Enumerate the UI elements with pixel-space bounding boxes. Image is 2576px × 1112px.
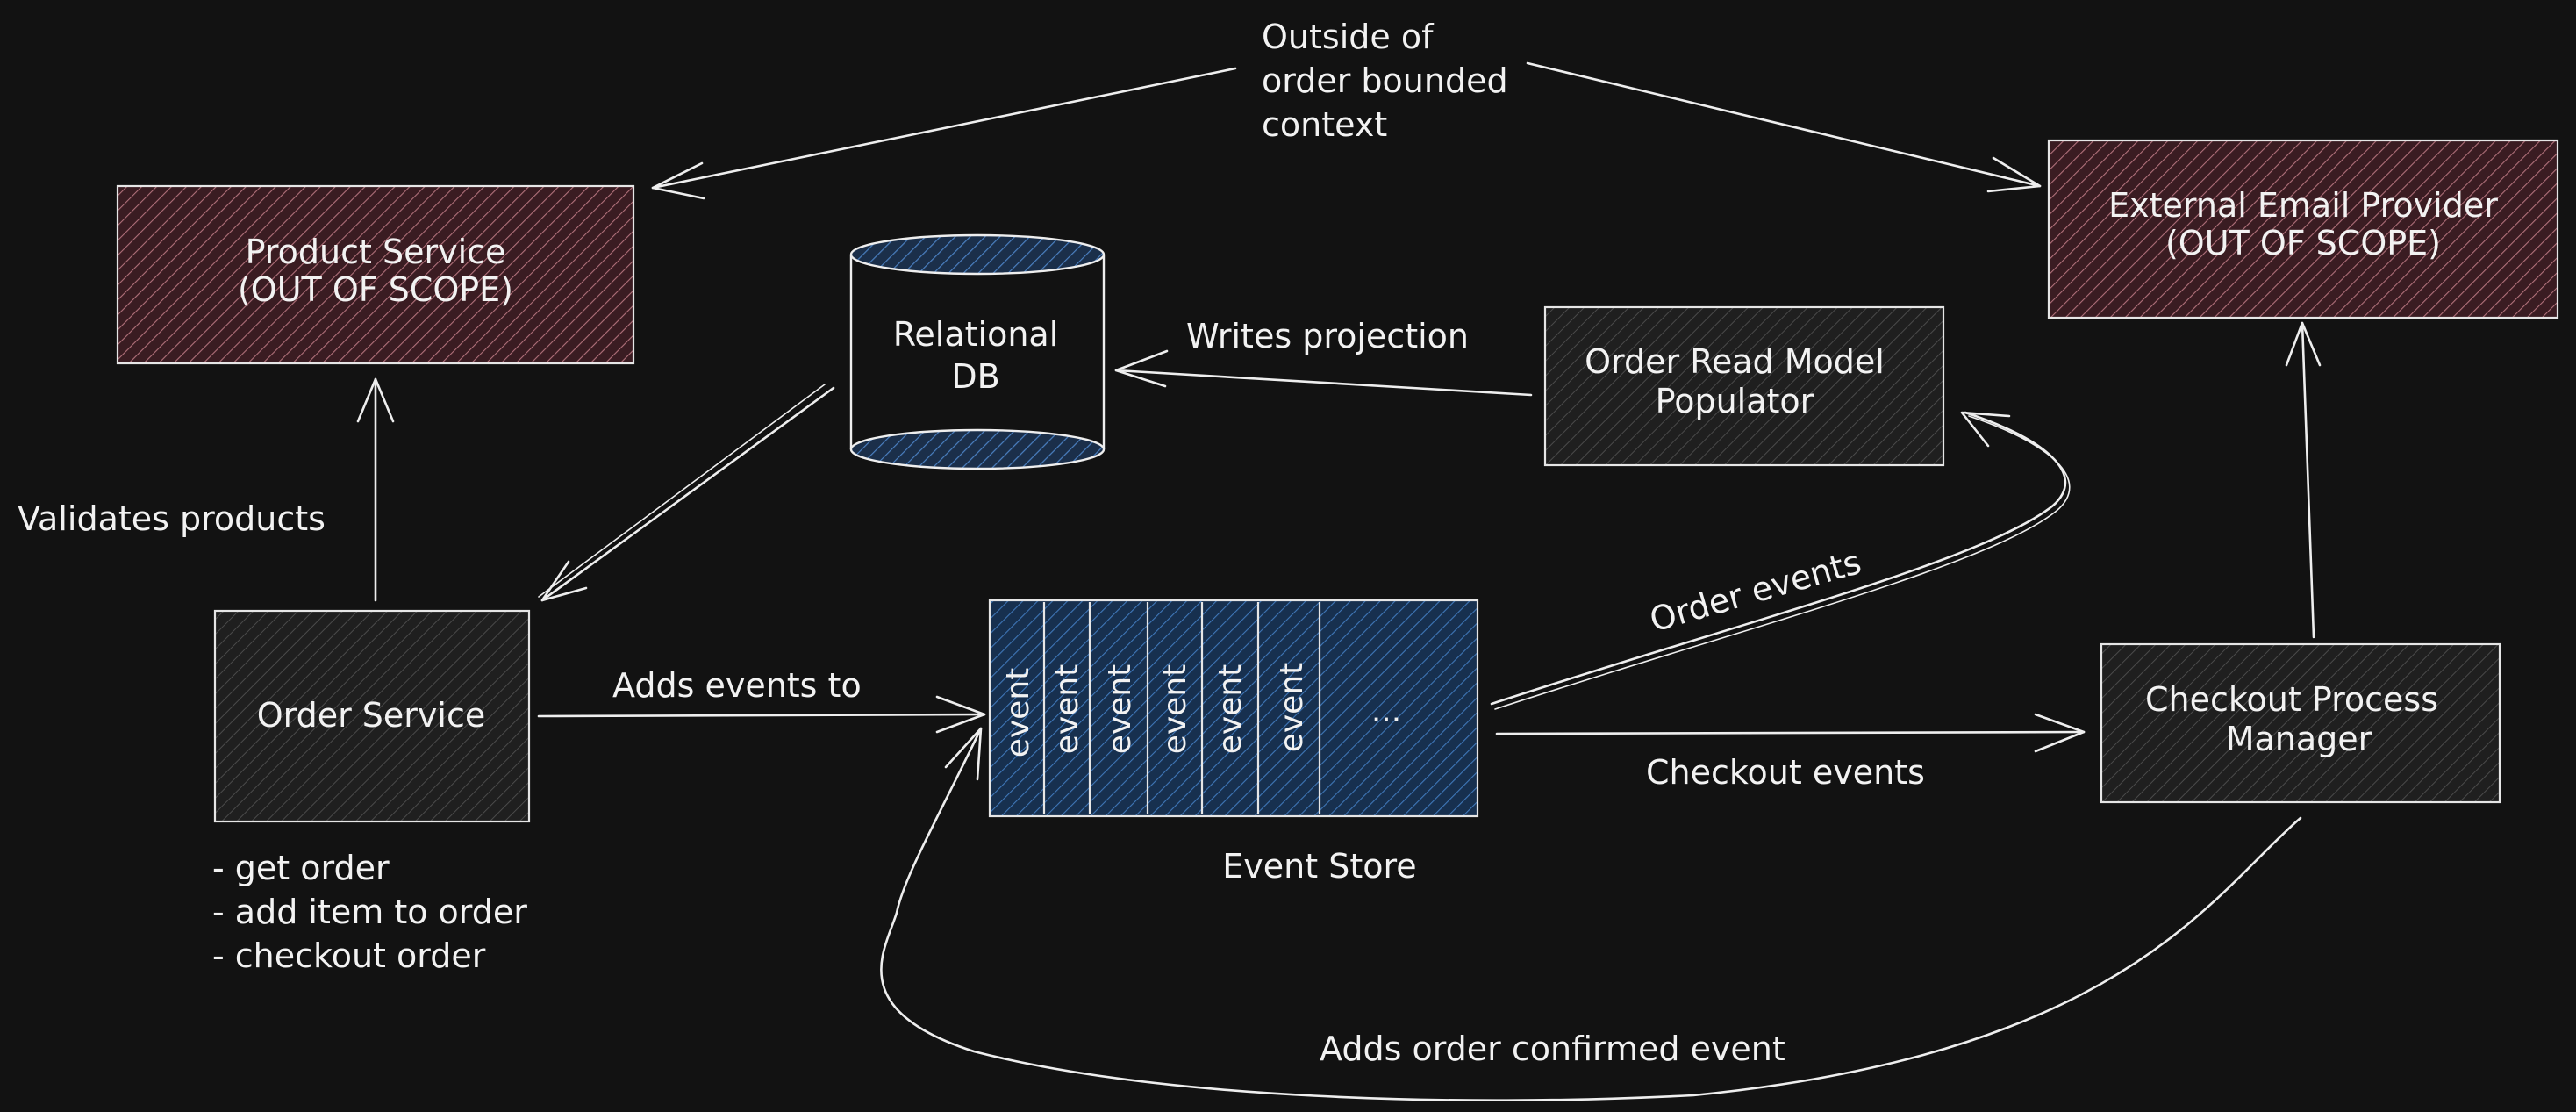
outside-context-line3: context	[1262, 105, 1387, 144]
order-service-operations: - get order - add item to order - checko…	[212, 849, 527, 975]
edge-order-to-product-service	[356, 377, 395, 602]
adds-events-to-label: Adds events to	[612, 666, 862, 705]
order-service-node: Order Service	[213, 609, 531, 823]
product-service-node: Product Service (OUT OF SCOPE)	[116, 184, 635, 365]
relational-db-node: Relational DB	[849, 233, 1106, 470]
edge-read-model-to-db	[1114, 349, 1533, 397]
adds-order-confirmed-label: Adds order confirmed event	[1320, 1029, 1785, 1068]
validates-products-label: Validates products	[18, 499, 326, 538]
order-service-title: Order Service	[257, 696, 486, 735]
external-email-provider-node: External Email Provider (OUT OF SCOPE)	[2047, 139, 2559, 319]
event-store-caption: Event Store	[1222, 847, 1416, 886]
operation-add-item: - add item to order	[212, 893, 527, 931]
edge-checkout-pm-to-email	[2285, 321, 2322, 639]
product-service-scope: (OUT OF SCOPE)	[238, 270, 513, 309]
checkout-process-manager-node: Checkout Process Manager	[2100, 642, 2501, 804]
external-email-scope: (OUT OF SCOPE)	[2165, 224, 2441, 262]
edge-context-to-product-service	[651, 67, 1237, 200]
writes-projection-label: Writes projection	[1186, 317, 1469, 355]
db-bottom	[849, 428, 1106, 470]
event-cell-6: event	[1274, 663, 1310, 753]
event-cell-2: event	[1049, 664, 1085, 755]
outside-context-line1: Outside of	[1262, 18, 1435, 56]
product-service-title: Product Service	[246, 233, 506, 271]
outside-context-line2: order bounded	[1262, 61, 1508, 100]
external-email-title: External Email Provider	[2108, 186, 2498, 225]
event-cell-3: event	[1102, 664, 1138, 755]
edge-db-to-order-service	[538, 384, 835, 602]
order-read-model-populator-node: Order Read Model Populator	[1543, 305, 1945, 467]
operation-checkout-order: - checkout order	[212, 936, 486, 975]
checkout-pm-subtitle: Manager	[2226, 720, 2372, 758]
outside-context-label: Outside of order bounded context	[1262, 18, 1508, 144]
checkout-pm-title: Checkout Process	[2145, 680, 2438, 719]
edge-context-to-email-provider	[1526, 61, 2042, 193]
read-model-title: Order Read Model	[1585, 342, 1885, 381]
read-model-subtitle: Populator	[1656, 382, 1814, 420]
db-label-line2: DB	[951, 357, 999, 396]
db-label-line1: Relational	[893, 315, 1059, 354]
event-cell-more: ...	[1371, 693, 1401, 729]
edge-order-to-event-store	[537, 695, 986, 734]
operation-get-order: - get order	[212, 849, 390, 887]
db-top	[849, 233, 1106, 276]
event-cell-1: event	[1000, 668, 1036, 758]
order-events-label: Order events	[1645, 542, 1865, 640]
edge-checkout-pm-to-event-store	[880, 727, 2302, 1101]
db-body	[851, 255, 1104, 449]
edge-event-store-to-checkout-pm	[1495, 713, 2086, 753]
event-cell-5: event	[1213, 664, 1249, 755]
event-cell-4: event	[1157, 664, 1193, 755]
edge-event-store-to-read-model	[1490, 411, 2071, 710]
checkout-events-label: Checkout events	[1646, 753, 1925, 792]
event-store-node: event event event event event event ... …	[988, 599, 1479, 886]
